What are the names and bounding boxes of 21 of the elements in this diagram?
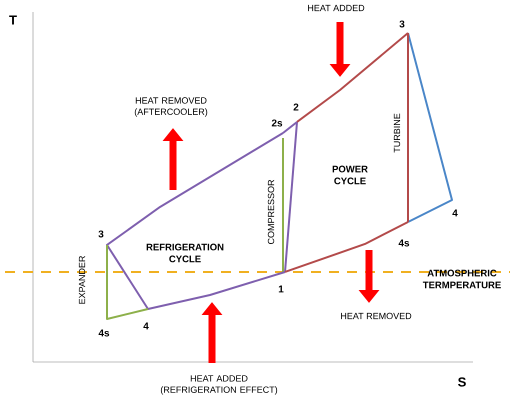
state-number: 2s [272,119,282,127]
state-number: 4s [98,330,110,336]
cycle-label: REFRIGERATION CYCLE [146,244,224,262]
cycle-label: POWER CYCLE [332,166,368,184]
process-label: TURBINE [394,114,400,153]
axis-label: T [9,16,17,24]
state-number: 4 [452,210,458,216]
state-number: 3 [98,230,104,238]
heat-label: HEAT REMOVED [341,312,412,320]
process-label: COMPRESSOR [268,180,274,244]
state-number: 4 [143,322,149,330]
heat-label: HEAT REMOVED (AFTERCOOLER) [134,97,208,117]
axis-label: S [458,377,466,387]
state-number: 3 [399,20,404,28]
state-number: 2 [294,104,298,110]
heat-label: HEAT ADDED [308,4,364,12]
state-number: 4s [398,240,410,246]
heat-label: HEAT ADDED (REFRIGERATION EFFECT) [160,375,278,395]
state-number: 1 [278,286,284,292]
process-label: EXPANDER [78,256,86,304]
reference-label: ATMOSPHERIC TERMPERATURE [422,270,501,288]
